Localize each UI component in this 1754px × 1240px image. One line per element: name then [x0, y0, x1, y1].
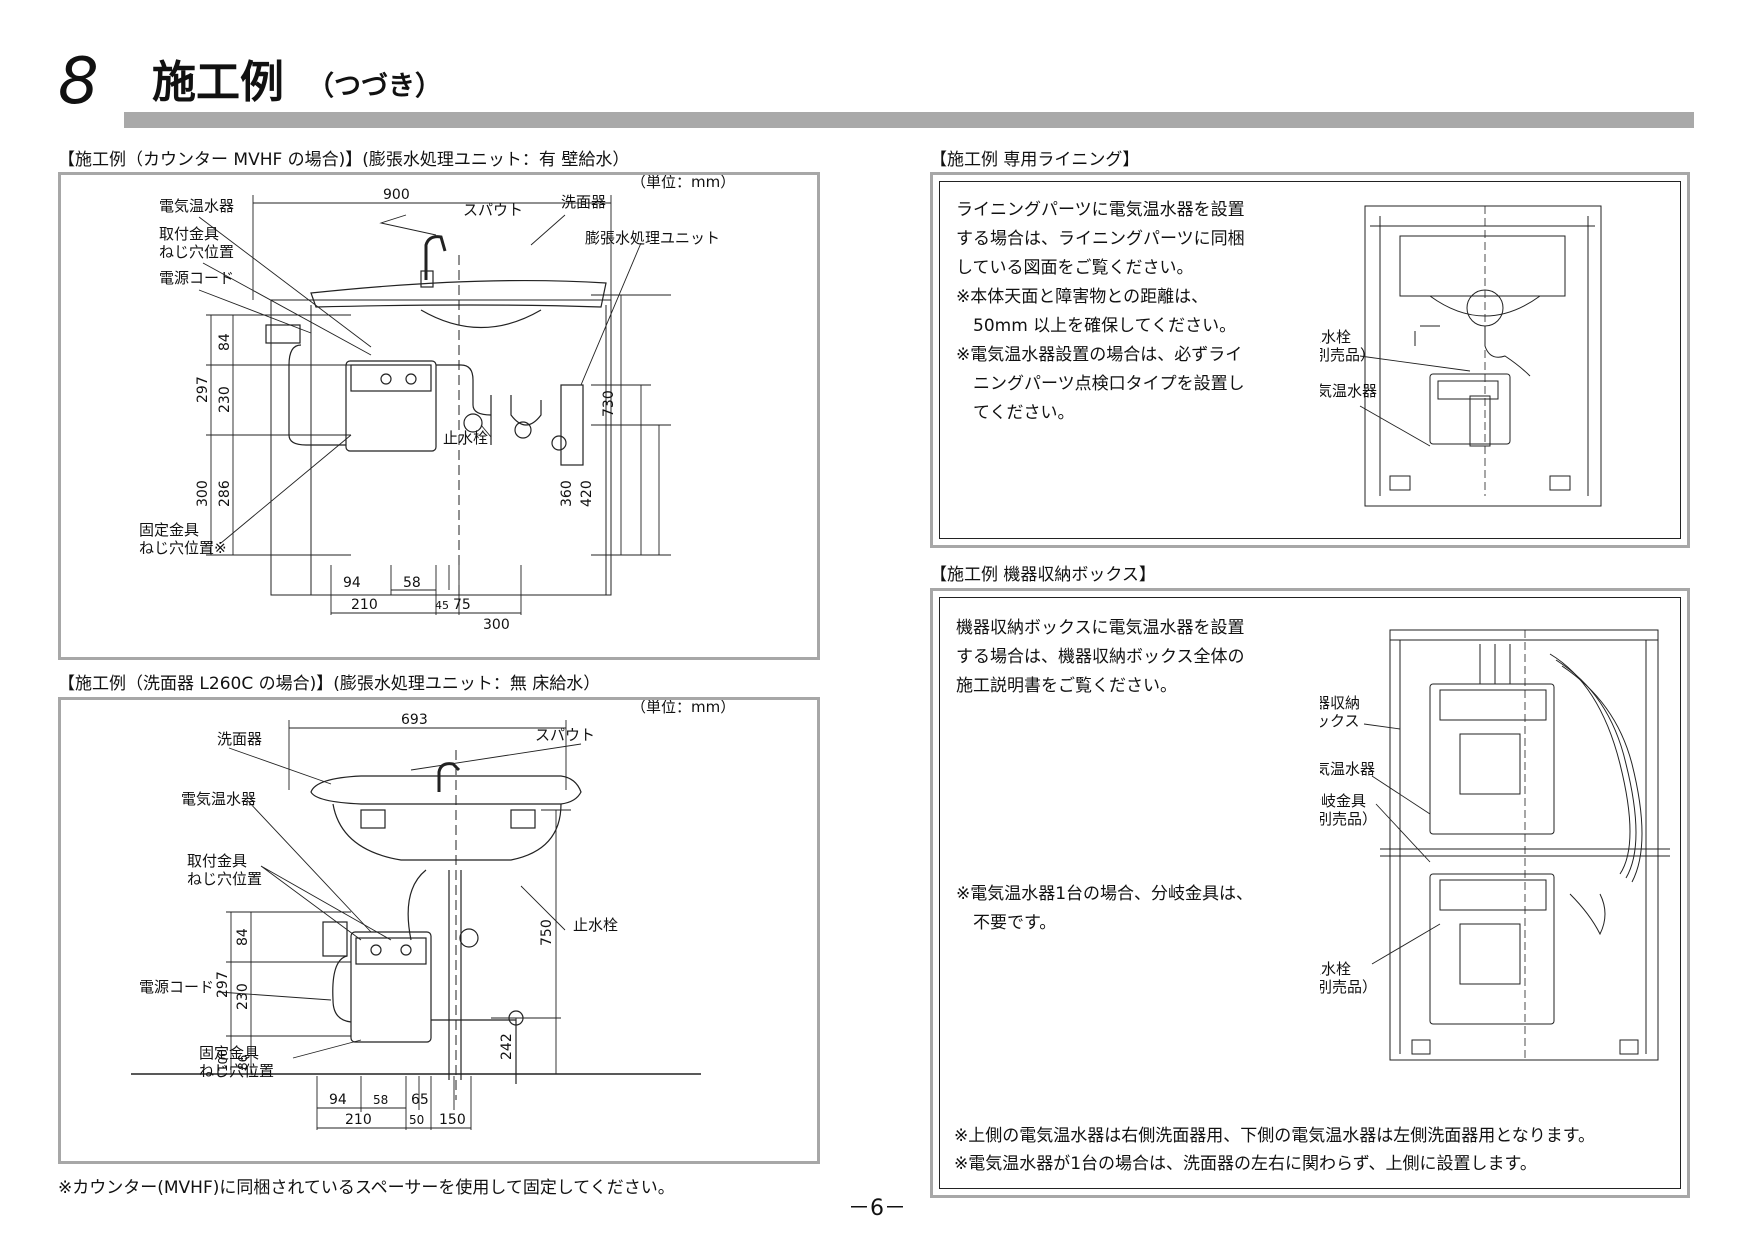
fig1-dim-width: 900 [383, 187, 410, 203]
fig1-label-stop-valve: 止水栓 [443, 429, 488, 447]
fig1-unit: （単位：mm） [631, 175, 735, 191]
storage-inner: 機器収納ボックスに電気温水器を設置 する場合は、機器収納ボックス全体の 施工説明… [939, 597, 1681, 1189]
lining-panel: ライニングパーツに電気温水器を設置 する場合は、ライニングパーツに同梱 している… [930, 172, 1690, 548]
fig2-dim-750: 750 [539, 919, 555, 946]
page-title: 施工例 [152, 57, 284, 108]
fig2-diagram: （単位：mm） 洗面器 スパウト 電気温水器 取付金具 ねじ穴位置 電源コード … [131, 698, 735, 1130]
fig2-dim-297: 297 [215, 971, 231, 998]
fig1-dim-420: 420 [579, 480, 595, 507]
lining-inner: ライニングパーツに電気温水器を設置 する場合は、ライニングパーツに同梱 している… [939, 181, 1681, 539]
fig2-label-fixing-1: 固定金具 [199, 1044, 259, 1062]
fig1-dim-360: 360 [559, 480, 575, 507]
storage-caption: 【施工例 機器収納ボックス】 [930, 565, 1156, 585]
fig1-dim-730: 730 [601, 390, 617, 417]
fig2-label-fixing-2: ねじ穴位置 [199, 1062, 274, 1080]
fig1-dim-300: 300 [195, 480, 211, 507]
storage-label-branch: 分岐金具 [1320, 792, 1366, 810]
fig1-label-bracket-2: ねじ穴位置 [159, 243, 234, 261]
storage-notes: ※上側の電気温水器は右側洗面器用、下側の電気温水器は左側洗面器用となります。 ※… [954, 1122, 1595, 1178]
lining-label-stop-valve: 止水栓 [1320, 328, 1351, 346]
lining-text-line: てください。 [956, 403, 1075, 423]
fig2-dim-58: 58 [373, 1093, 388, 1107]
fig2-dim-86: 86 [236, 1055, 250, 1070]
fig2-dim-94: 94 [329, 1092, 347, 1108]
fig2-unit: （単位：mm） [631, 700, 735, 716]
fig1-label-bracket-1: 取付金具 [159, 225, 219, 243]
lining-caption: 【施工例 専用ライニング】 [930, 150, 1140, 170]
fig2-dim-242: 242 [499, 1033, 515, 1060]
fig1-dim-75: 75 [453, 597, 471, 613]
lining-text-line: ライニングパーツに電気温水器を設置 [956, 200, 1245, 220]
page-title-sub: （つづき） [307, 71, 442, 102]
fig1-label-fixing-2: ねじ穴位置※ [139, 539, 227, 557]
fig1-dim-300b: 300 [483, 617, 510, 633]
fig2-label-power-cord: 電源コード [139, 978, 214, 996]
lining-text: ライニングパーツに電気温水器を設置 する場合は、ライニングパーツに同梱 している… [956, 196, 1245, 428]
fig1-dim-58: 58 [403, 575, 421, 591]
storage-text-line: 機器収納ボックスに電気温水器を設置 [956, 618, 1245, 638]
fig2-dim-210: 210 [345, 1112, 372, 1128]
fig2-dim-100: 100 [216, 1049, 230, 1072]
storage-text-line: する場合は、機器収納ボックス全体の [956, 647, 1245, 667]
fig1-panel: （単位：mm） 電気温水器 取付金具 ねじ穴位置 電源コード スパウト 洗面器 … [58, 172, 820, 660]
fig1-dim-45: 45 [435, 599, 449, 612]
storage-panel: 機器収納ボックスに電気温水器を設置 する場合は、機器収納ボックス全体の 施工説明… [930, 588, 1690, 1198]
fig2-caption: 【施工例（洗面器 L260C の場合)】(膨張水処理ユニット：無 床給水） [58, 674, 601, 694]
fig2-dim-65: 65 [411, 1092, 429, 1108]
footer-note: ※カウンター(MVHF)に同梱されているスペーサーを使用して固定してください。 [58, 1178, 675, 1198]
fig2-dim-width: 693 [401, 712, 428, 728]
lining-text-line: 50mm 以上を確保してください。 [956, 316, 1237, 336]
storage-single-note-line: ※電気温水器1台の場合、分岐金具は、 [956, 884, 1254, 904]
fig1-caption: 【施工例（カウンター MVHF の場合)】(膨張水処理ユニット：有 壁給水） [58, 150, 630, 170]
page-number: －6－ [848, 1196, 906, 1221]
fig2-dim-50: 50 [409, 1113, 424, 1127]
storage-label-heater: 電気温水器 [1320, 760, 1375, 778]
fig1-dim-286: 286 [217, 480, 233, 507]
fig1-diagram: （単位：mm） 電気温水器 取付金具 ねじ穴位置 電源コード スパウト 洗面器 … [139, 173, 735, 633]
fig2-label-spout: スパウト [535, 726, 595, 744]
fig1-dim-297: 297 [195, 376, 211, 403]
lining-text-line: ※電気温水器設置の場合は、必ずライ [956, 345, 1243, 365]
fig2-label-basin: 洗面器 [217, 730, 262, 748]
fig1-dim-210: 210 [351, 597, 378, 613]
storage-label-stop-sold: （別売品） [1320, 978, 1377, 996]
lining-label-sold: （別売品） [1320, 346, 1375, 364]
fig1-label-fixing-1: 固定金具 [139, 521, 199, 539]
fig1-dim-84: 84 [217, 333, 233, 351]
storage-text-line: 施工説明書をご覧ください。 [956, 676, 1177, 696]
storage-note: ※上側の電気温水器は右側洗面器用、下側の電気温水器は左側洗面器用となります。 [954, 1126, 1596, 1146]
title-bar [124, 112, 1694, 128]
fig1-dim-94: 94 [343, 575, 361, 591]
lining-text-line: している図面をご覧ください。 [956, 258, 1194, 278]
fig2-dim-150: 150 [439, 1112, 466, 1128]
lining-text-line: する場合は、ライニングパーツに同梱 [956, 229, 1245, 249]
fig1-label-spout: スパウト [463, 201, 523, 219]
storage-label-branch-sold: （別売品） [1320, 810, 1377, 828]
fig1-label-power-cord: 電源コード [159, 269, 234, 287]
storage-note: ※電気温水器が1台の場合は、洗面器の左右に関わらず、上側に設置します。 [954, 1154, 1537, 1174]
lining-diagram: 止水栓 （別売品） 電気温水器 [1320, 205, 1602, 507]
storage-label-box-1: 機器収納 [1320, 694, 1360, 712]
fig1-dim-230: 230 [217, 386, 233, 413]
fig2-label-bracket-1: 取付金具 [187, 852, 247, 870]
storage-single-note-line: 不要です。 [956, 913, 1057, 933]
storage-text: 機器収納ボックスに電気温水器を設置 する場合は、機器収納ボックス全体の 施工説明… [956, 614, 1245, 701]
fig1-label-basin: 洗面器 [561, 193, 606, 211]
storage-single-note: ※電気温水器1台の場合、分岐金具は、 不要です。 [956, 880, 1253, 938]
fig1-label-expansion: 膨張水処理ユニット [585, 229, 720, 247]
lining-text-line: ニングパーツ点検口タイプを設置し [956, 374, 1245, 394]
fig2-label-heater: 電気温水器 [181, 790, 256, 808]
lining-text-line: ※本体天面と障害物との距離は、 [956, 287, 1209, 307]
fig1-label-heater: 電気温水器 [159, 197, 234, 215]
section-number: 8 [58, 45, 99, 119]
fig2-dim-230: 230 [235, 983, 251, 1010]
fig2-dim-84: 84 [235, 928, 251, 946]
fig2-label-stop-valve: 止水栓 [573, 916, 618, 934]
fig2-label-bracket-2: ねじ穴位置 [187, 870, 262, 888]
lining-label-heater: 電気温水器 [1320, 382, 1377, 400]
storage-label-stop-valve: 止水栓 [1320, 960, 1351, 978]
storage-diagram: 機器収納 ボックス 電気温水器 分岐金具 （別売品） 止水栓 （別売品） [1320, 629, 1670, 1061]
storage-label-box-2: ボックス [1320, 712, 1360, 730]
fig2-panel: （単位：mm） 洗面器 スパウト 電気温水器 取付金具 ねじ穴位置 電源コード … [58, 697, 820, 1164]
